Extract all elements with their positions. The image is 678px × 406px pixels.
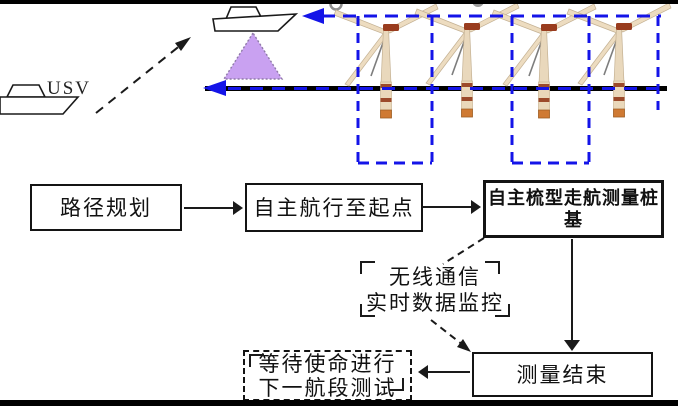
survey-path — [228, 14, 661, 165]
usv-label: USV — [47, 78, 92, 99]
flow-box-label-line2: 下一航段测试 — [258, 375, 397, 400]
survey-vessel-icon — [212, 6, 299, 32]
corner-bracket-icon — [495, 304, 510, 317]
corner-bracket-icon — [389, 378, 404, 391]
annotation-wireless-monitoring: 无线通信 实时数据监控 — [360, 261, 510, 319]
flow-box-measure-end: 测量结束 — [472, 352, 653, 397]
flow-box-label: 自主航行至起点 — [253, 195, 415, 220]
wind-turbine-icon — [333, 3, 439, 119]
arrowhead-icon — [233, 201, 243, 215]
arrowhead-icon — [471, 200, 481, 214]
flow-box-label-line2: 基 — [564, 210, 583, 230]
annotation-line2: 实时数据监控 — [366, 291, 504, 315]
flow-box-label-line1: 自主梳型走航测量桩 — [488, 188, 659, 208]
arrowhead-icon — [564, 340, 580, 351]
flow-connectors — [184, 206, 573, 373]
deploy-arrow — [95, 43, 183, 114]
usv-boat-icon — [0, 84, 80, 115]
arrowhead-icon — [457, 339, 471, 352]
flow-box-label: 测量结束 — [516, 362, 609, 387]
flow-box-path-planning: 路径规划 — [30, 184, 182, 231]
deploy-arrowhead-icon — [175, 37, 191, 51]
annotation-line1: 无线通信 — [389, 265, 481, 289]
flow-box-comb-survey: 自主梳型走航测量桩 基 — [483, 180, 664, 238]
corner-bracket-icon — [249, 354, 264, 367]
path-arrowhead-icon — [302, 8, 324, 24]
sonar-beam-icon — [222, 31, 284, 80]
bottom-border-bar — [0, 400, 678, 406]
top-border-bar — [0, 0, 678, 4]
corner-bracket-icon — [360, 261, 375, 274]
wind-turbine-icon — [566, 2, 672, 118]
wind-turbine-icon — [491, 3, 597, 119]
wind-farm — [333, 2, 672, 119]
corner-bracket-icon — [485, 261, 500, 274]
flow-box-navigate-to-start: 自主航行至起点 — [245, 183, 423, 232]
corner-bracket-icon — [360, 304, 375, 317]
watermark-ring-icon — [329, 0, 343, 11]
path-arrowhead-icon — [203, 80, 226, 96]
flow-box-label: 路径规划 — [60, 195, 152, 220]
flow-box-label-line1: 等待使命进行 — [258, 351, 397, 376]
arrowhead-icon — [418, 365, 428, 379]
flow-box-wait-next-leg: 等待使命进行 下一航段测试 — [243, 350, 412, 401]
